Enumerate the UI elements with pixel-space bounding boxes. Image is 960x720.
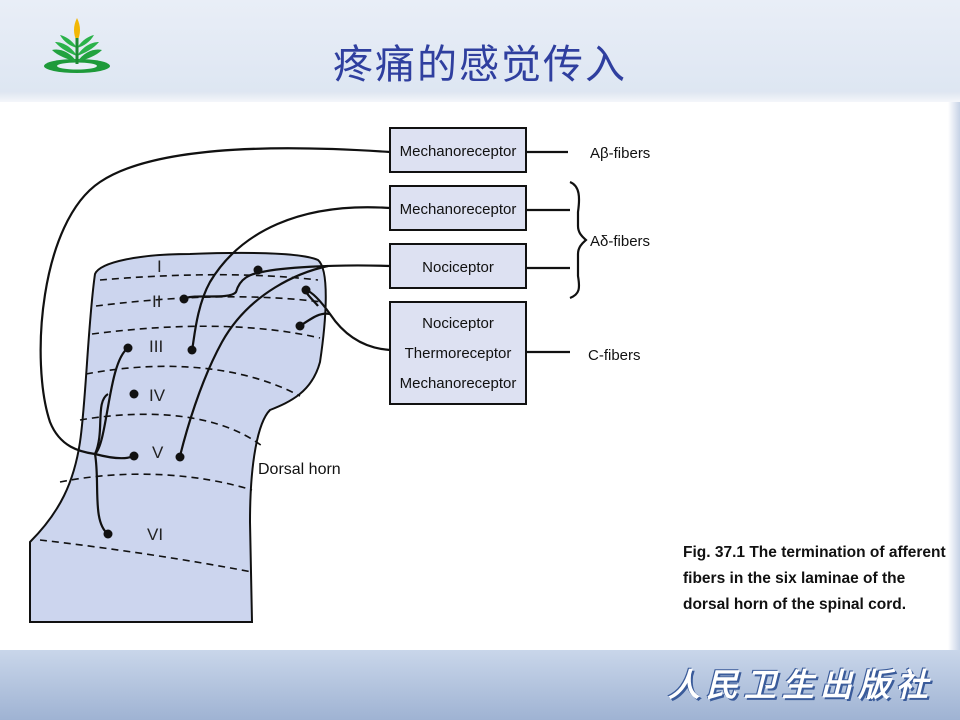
receptor-box-4-line-3: Mechanoreceptor (400, 375, 517, 392)
dorsal-horn-shape (29, 251, 327, 623)
fiber-label-abeta: Aβ-fibers (590, 145, 650, 162)
lamina-label-2: II (152, 292, 161, 311)
lamina-boundaries (39, 273, 323, 573)
header-divider (0, 92, 960, 102)
receptor-box-2-line-1: Mechanoreceptor (400, 201, 517, 218)
receptor-box-1: Mechanoreceptor (389, 127, 527, 173)
lamina-label-1: I (157, 257, 162, 276)
dorsal-horn-label: Dorsal horn (258, 461, 341, 478)
figure-caption: Fig. 37.1 The termination of afferent fi… (683, 544, 946, 613)
lamina-label-4: IV (149, 386, 166, 405)
receptor-box-4: Nociceptor Thermoreceptor Mechanorecepto… (389, 301, 527, 405)
right-edge-shade (948, 102, 960, 650)
publisher-logo-icon (44, 18, 110, 73)
lamina-label-3: III (149, 337, 163, 356)
slide-footer (0, 650, 960, 720)
receptor-box-4-line-1: Nociceptor (422, 315, 494, 332)
slide-header (0, 0, 960, 96)
fiber-terminals (103, 265, 311, 539)
receptor-box-4-line-2: Thermoreceptor (405, 345, 512, 362)
receptor-box-3-line-1: Nociceptor (422, 259, 494, 276)
receptor-box-2: Mechanoreceptor (389, 185, 527, 231)
dorsal-horn-diagram: I II III IV V VI Dorsal horn (29, 127, 650, 623)
fiber-label-adelta: Aδ-fibers (590, 233, 650, 250)
fiber-label-c: C-fibers (588, 347, 641, 364)
receptor-box-1-line-1: Mechanoreceptor (400, 143, 517, 160)
lamina-label-6: VI (147, 525, 163, 544)
lamina-label-5: V (152, 443, 164, 462)
slide-title: 疼痛的感觉传入 (333, 42, 627, 88)
publisher-name: 人民卫生出版社 (667, 666, 934, 704)
receptor-box-3: Nociceptor (389, 243, 527, 289)
